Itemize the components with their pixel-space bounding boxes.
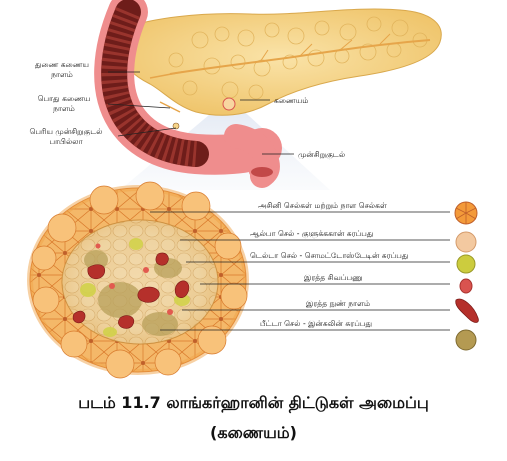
- swatch-beta-icon: [455, 329, 477, 351]
- label-rbc: இரத்த சிவப்பணு: [304, 273, 363, 283]
- papilla-marker: [172, 122, 180, 130]
- islet-marker: [222, 97, 236, 111]
- label-capillary: இரத்த நுண் நாளம்: [306, 299, 370, 309]
- figure-caption-sub: (கணையம்): [210, 423, 297, 442]
- label-papilla-1: பெரிய முன்சிறுகுடல்: [29, 127, 103, 137]
- swatch-capillary-icon: [455, 298, 479, 323]
- label-pancreas: கணையம்: [274, 96, 308, 105]
- label-accessory-duct-1: துணை கணைய: [35, 60, 90, 70]
- label-alpha: ஆல்பா செல் - குளுக்ககான் சுரப்பது: [250, 229, 374, 239]
- duodenum: [94, 0, 282, 188]
- label-beta: பீட்டா செல் - இன்சுலின் சுரப்பது: [260, 319, 373, 329]
- islets-of-langerhans-diagram: துணை கணைய நாளம் பொது கணைய நாளம் பெரிய மு…: [27, 0, 479, 379]
- label-accessory-duct-2: நாளம்: [51, 70, 73, 79]
- swatch-acinar-icon: [454, 201, 478, 225]
- pancreas: [117, 8, 442, 116]
- label-duodenum: முன்சிறுகுடல்: [298, 150, 346, 160]
- label-main-duct-2: நாளம்: [53, 104, 75, 113]
- swatch-rbc-icon: [459, 278, 473, 294]
- label-acinar: அசினி செல்கள் மற்றும் நாள செல்கள்: [258, 201, 388, 211]
- label-delta: டெல்டா செல் - சொமட்டோஸ்டேடின் சுரப்பது: [250, 251, 409, 261]
- label-papilla-2: பாபில்லா: [49, 137, 83, 146]
- label-main-duct-1: பொது கணைய: [38, 94, 91, 104]
- swatch-alpha-icon: [455, 231, 477, 253]
- figure-caption: படம் 11.7 லாங்கர்ஹானின் திட்டுகள் அமைப்ப…: [78, 393, 429, 412]
- islet-magnified: [27, 181, 249, 379]
- swatch-delta-icon: [456, 254, 476, 274]
